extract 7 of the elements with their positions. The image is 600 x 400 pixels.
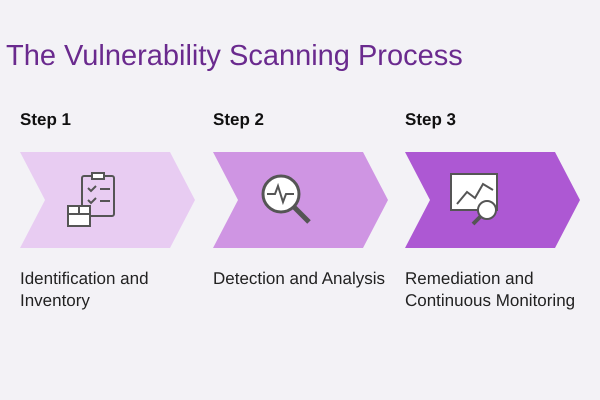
- step-label: Step 3: [405, 110, 456, 130]
- step-description: Detection and Analysis: [213, 268, 386, 290]
- step-description: Identification and Inventory: [20, 268, 150, 312]
- step-label: Step 2: [213, 110, 264, 130]
- title: The Vulnerability Scanning Process: [6, 40, 463, 73]
- step-label: Step 1: [20, 110, 72, 130]
- step-description: Remediation and Continuous Monitoring: [405, 268, 576, 312]
